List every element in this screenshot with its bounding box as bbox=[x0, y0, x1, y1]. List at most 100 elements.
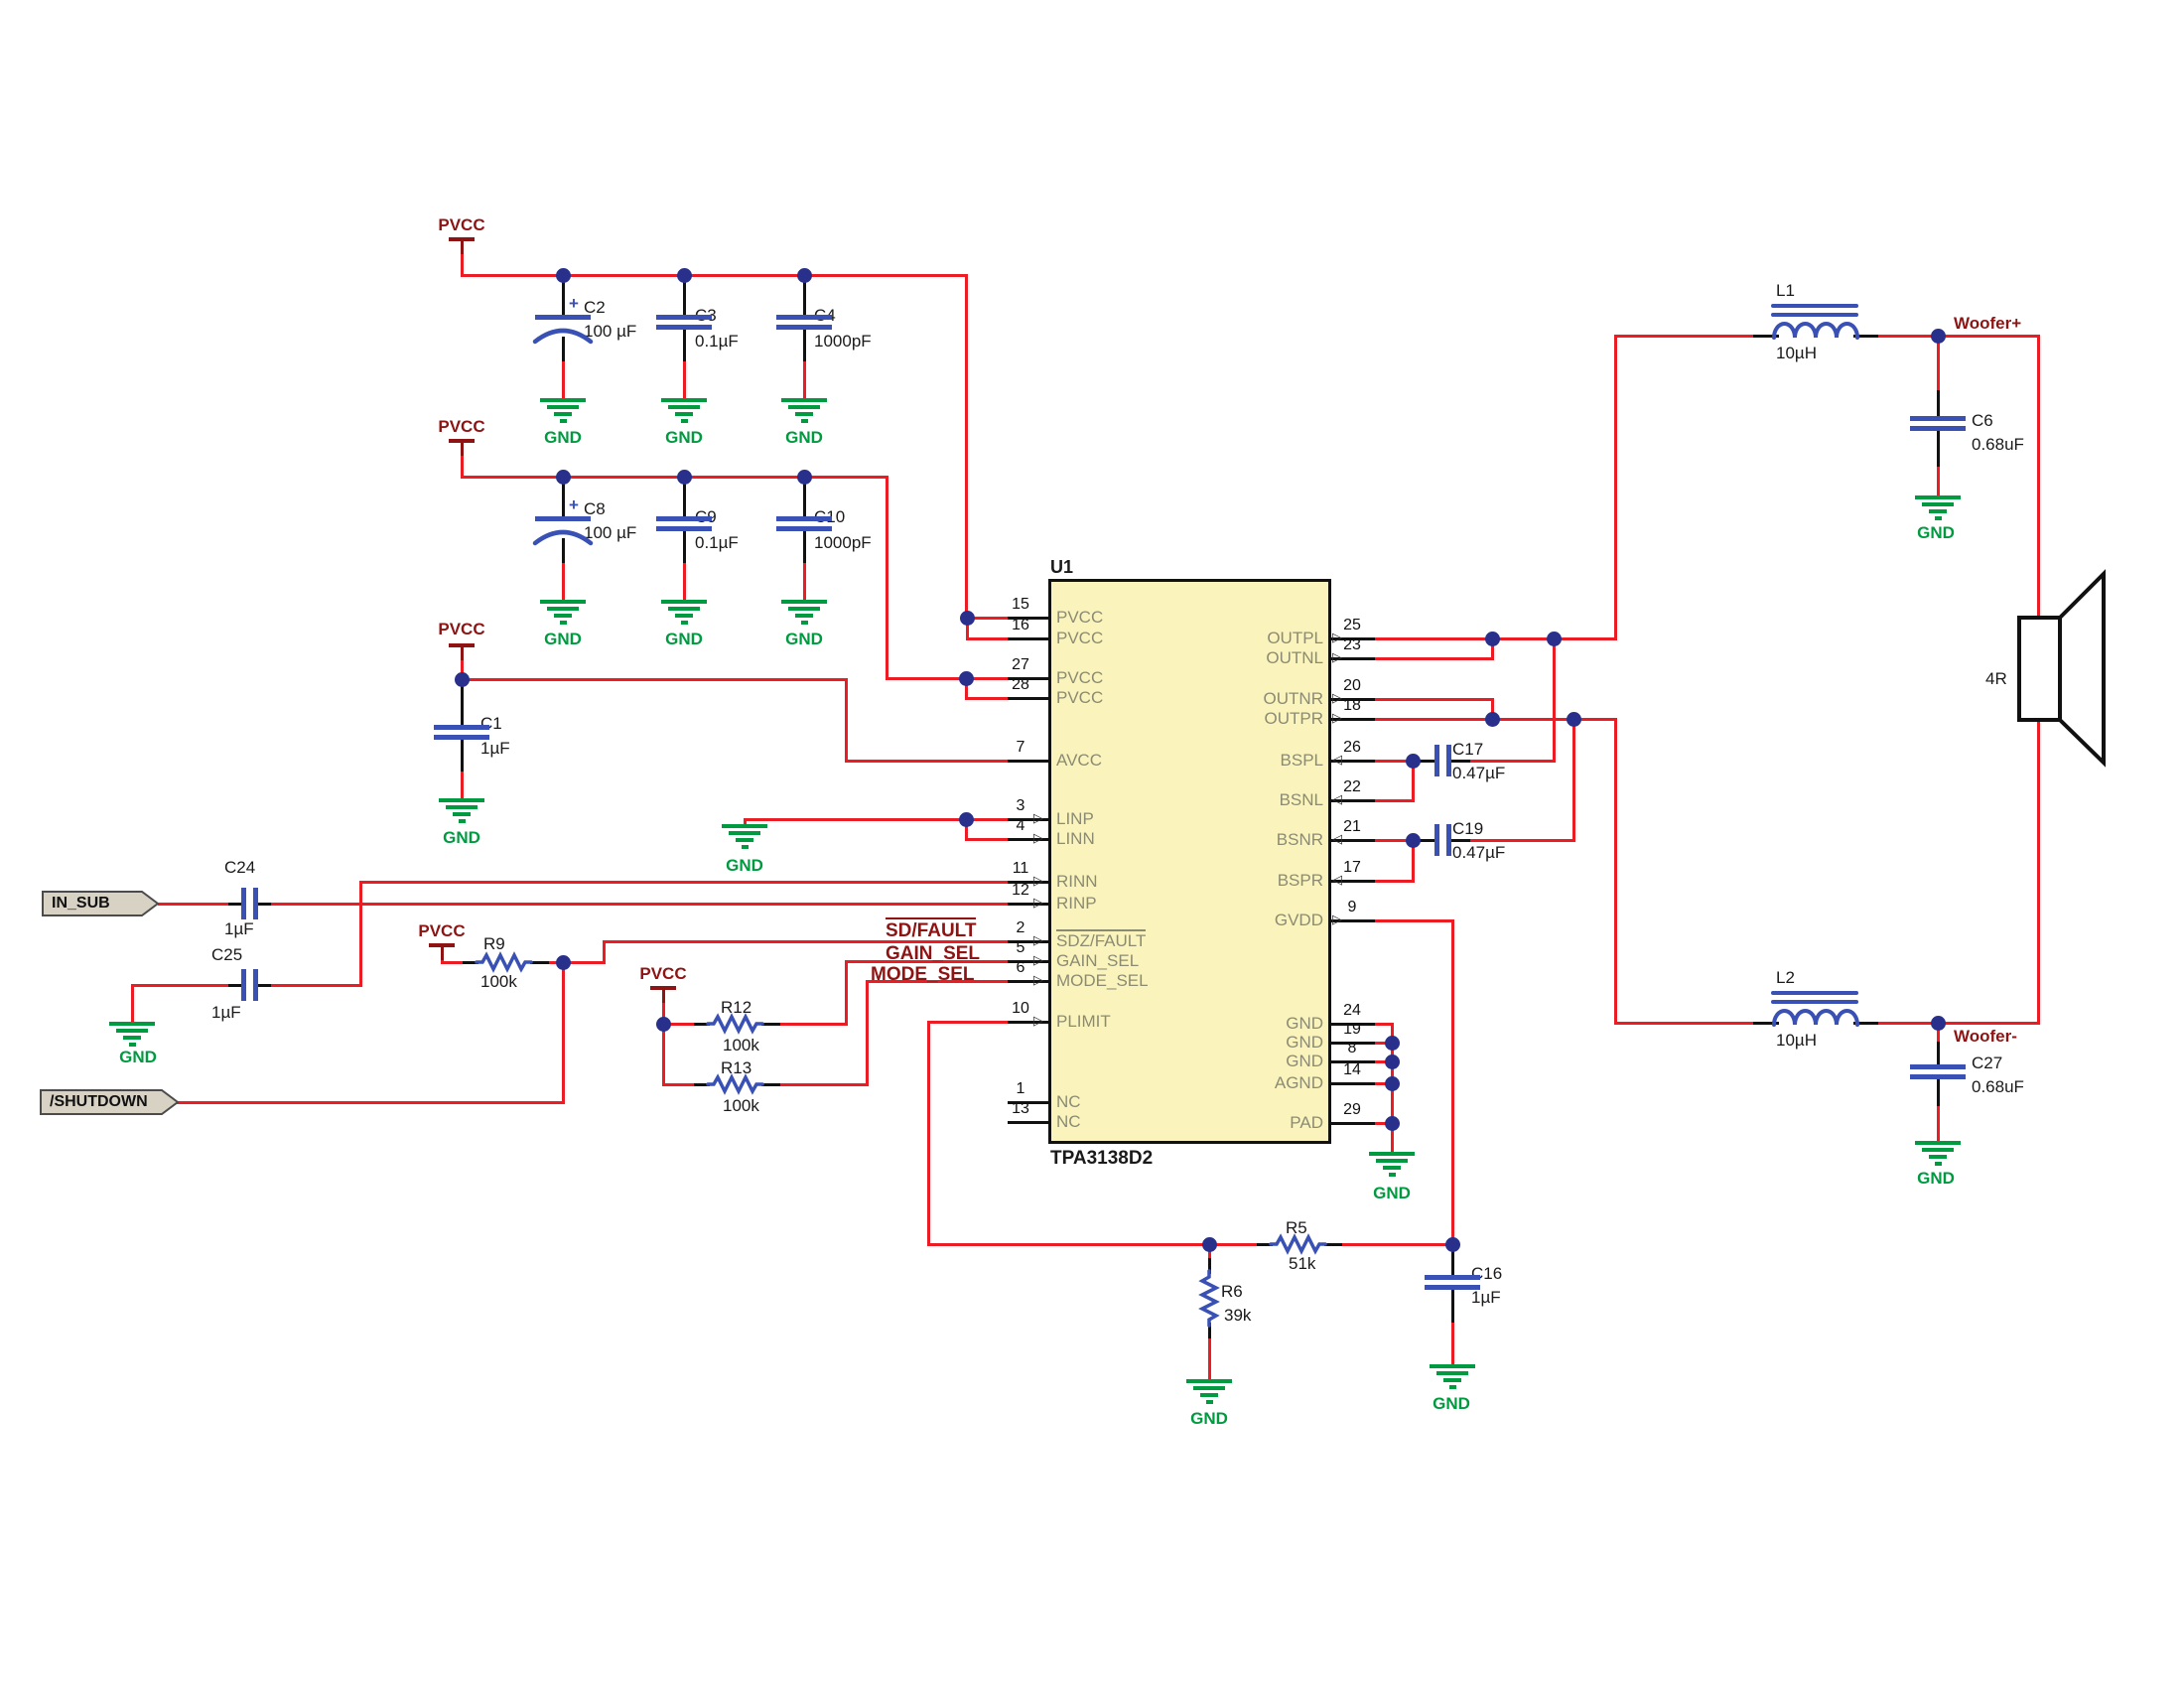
wire-segment bbox=[130, 983, 231, 987]
pin-21-number: 21 bbox=[1343, 818, 1361, 835]
pin-13-stub bbox=[1007, 1120, 1050, 1124]
component-lead bbox=[802, 273, 806, 317]
capacitor-C9 bbox=[656, 526, 712, 531]
pin-9-arrow-icon: ▷ bbox=[1332, 912, 1342, 926]
wire-segment bbox=[1371, 798, 1415, 802]
wire-segment bbox=[661, 1022, 665, 1086]
pin-21-name: BSNR bbox=[1276, 830, 1323, 849]
pin-26-arrow-icon: ◁ bbox=[1332, 752, 1342, 767]
label-GAIN_SEL: GAIN_SEL bbox=[886, 943, 981, 964]
pin-17-number: 17 bbox=[1343, 859, 1361, 876]
pin-11-arrow-icon: ▷ bbox=[1033, 873, 1043, 888]
component-lead bbox=[1450, 1288, 1454, 1323]
label-100__F: 100 µF bbox=[584, 322, 637, 341]
pin-3-stub bbox=[1007, 817, 1050, 821]
wire-segment bbox=[1552, 636, 1556, 763]
pin-22-arrow-icon: ◁ bbox=[1332, 791, 1342, 806]
wire-segment bbox=[460, 768, 464, 800]
gnd-symbol-icon bbox=[788, 607, 820, 611]
wire-segment bbox=[926, 1020, 930, 1246]
label-C6: C6 bbox=[1972, 411, 1993, 430]
pin-15-name: PVCC bbox=[1056, 608, 1104, 627]
wire-segment bbox=[267, 983, 362, 987]
resistor-R12 bbox=[705, 1013, 764, 1035]
gnd-symbol-icon bbox=[1376, 1159, 1408, 1163]
label-R12: R12 bbox=[721, 998, 752, 1017]
component-lead bbox=[802, 475, 806, 518]
label-GND: GND bbox=[785, 428, 823, 447]
wire-segment bbox=[602, 939, 606, 964]
label-C25: C25 bbox=[211, 945, 243, 964]
pin-14-stub bbox=[1329, 1081, 1375, 1085]
gnd-symbol-icon bbox=[1934, 516, 1942, 520]
label-GND: GND bbox=[119, 1048, 157, 1066]
label-GND: GND bbox=[1917, 1169, 1955, 1188]
pin-18-stub bbox=[1329, 717, 1375, 721]
speaker-body bbox=[2017, 616, 2062, 722]
wire-segment bbox=[682, 357, 686, 400]
wire-segment bbox=[1874, 334, 1940, 338]
component-lead bbox=[1936, 1077, 1940, 1106]
junction-dot bbox=[1384, 1035, 1400, 1051]
gnd-symbol-icon bbox=[729, 831, 760, 835]
inductor-L1 bbox=[1771, 304, 1859, 340]
capacitor-C4 bbox=[776, 325, 832, 330]
junction-dot bbox=[1201, 1236, 1217, 1252]
pin-9-stub bbox=[1329, 918, 1375, 922]
junction-dot bbox=[1566, 711, 1581, 727]
capacitor-C2 bbox=[535, 315, 591, 320]
capacitor-C4 bbox=[776, 315, 832, 320]
pin-2-number: 2 bbox=[1016, 919, 1025, 936]
component-lead bbox=[1936, 429, 1940, 467]
label-1000pF: 1000pF bbox=[814, 332, 872, 351]
gnd-symbol-icon bbox=[116, 1029, 148, 1033]
gnd-symbol-icon bbox=[1448, 1385, 1456, 1389]
component-lead bbox=[561, 475, 565, 518]
label-C8: C8 bbox=[584, 499, 606, 518]
label-GND: GND bbox=[665, 428, 703, 447]
pin-2-name: SDZ/FAULT bbox=[1056, 929, 1147, 950]
speaker-cone bbox=[2058, 569, 2106, 768]
gnd-symbol-icon bbox=[1388, 1173, 1396, 1177]
wire-segment bbox=[460, 657, 464, 681]
wire-segment bbox=[1371, 1121, 1394, 1125]
gnd-symbol-icon bbox=[1922, 1148, 1954, 1152]
label-C24: C24 bbox=[224, 858, 256, 877]
pin-21-stub bbox=[1329, 838, 1375, 842]
component-lead bbox=[682, 475, 686, 518]
label-GND: GND bbox=[1190, 1409, 1228, 1428]
junction-dot bbox=[1930, 1015, 1946, 1031]
label-PVCC: PVCC bbox=[438, 417, 485, 436]
label-MODE_SEL: MODE_SEL bbox=[871, 964, 975, 985]
label-SD_FAULT: SD/FAULT bbox=[886, 917, 977, 942]
capacitor-C3 bbox=[656, 315, 712, 320]
pin-17-arrow-icon: ◁ bbox=[1332, 872, 1342, 887]
gnd-symbol-icon bbox=[453, 812, 471, 816]
capacitor-C16 bbox=[1425, 1285, 1480, 1290]
gnd-symbol-icon bbox=[781, 398, 827, 402]
gnd-symbol-icon bbox=[1915, 1141, 1961, 1145]
gnd-symbol-icon bbox=[128, 1043, 136, 1047]
gnd-symbol-icon bbox=[722, 824, 767, 828]
resistor-R5 bbox=[1268, 1233, 1327, 1255]
pin-29-number: 29 bbox=[1343, 1101, 1361, 1118]
gnd-symbol-icon bbox=[547, 607, 579, 611]
label-51k: 51k bbox=[1289, 1254, 1316, 1273]
pin-15-number: 15 bbox=[1012, 596, 1029, 613]
pin-7-number: 7 bbox=[1016, 739, 1025, 756]
pin-6-number: 6 bbox=[1016, 959, 1025, 976]
junction-dot bbox=[1444, 1236, 1460, 1252]
junction-dot bbox=[1405, 832, 1421, 848]
port-label-IN_SUB: IN_SUB bbox=[52, 895, 110, 912]
label-1000pF: 1000pF bbox=[814, 533, 872, 552]
wire-segment bbox=[440, 960, 466, 964]
component-lead bbox=[1936, 1041, 1940, 1066]
pin-27-number: 27 bbox=[1012, 656, 1029, 673]
resistor-R13 bbox=[705, 1073, 764, 1095]
gnd-symbol-icon bbox=[109, 1022, 155, 1026]
capacitor-C16 bbox=[1425, 1275, 1480, 1280]
component-lead bbox=[1411, 759, 1434, 763]
wire-segment bbox=[1613, 1021, 1756, 1025]
component-lead bbox=[1752, 334, 1779, 338]
label-PVCC: PVCC bbox=[438, 620, 485, 638]
